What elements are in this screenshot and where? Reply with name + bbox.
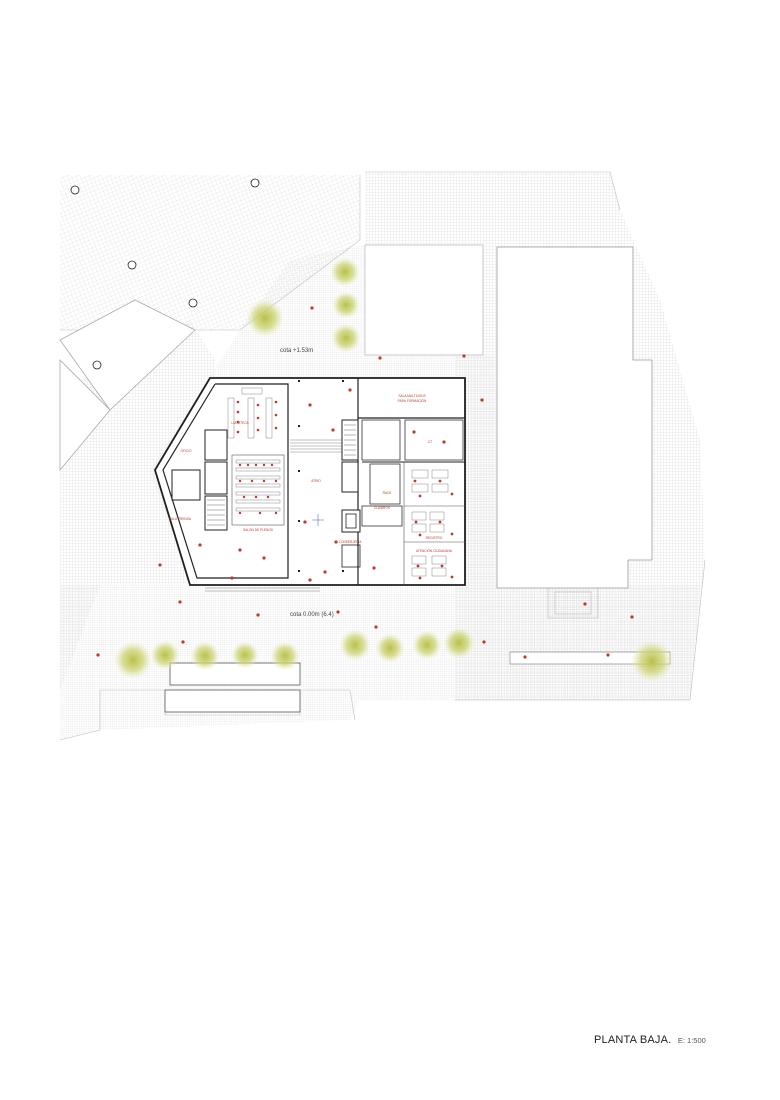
room-label-sala-prensa: SALA PRENSA bbox=[169, 517, 192, 521]
tree-well bbox=[250, 178, 260, 188]
room-label-atrio: ATRIO bbox=[311, 479, 321, 483]
neighbor-block-north bbox=[364, 244, 484, 356]
planter-south-west-2 bbox=[164, 689, 301, 713]
room-label-office: OFICIO bbox=[181, 449, 192, 453]
level-label-upper: cota +1.53m bbox=[280, 348, 313, 354]
tree-well bbox=[127, 260, 137, 270]
room-label-atencion: ATENCIÓN CIUDADANA bbox=[416, 548, 453, 553]
neighbor-building-east bbox=[496, 246, 653, 589]
building-ground-floor bbox=[96, 306, 634, 659]
tree-well bbox=[70, 185, 80, 195]
building-outline bbox=[154, 377, 466, 586]
room-label-multiuse-2: PARA FORMACIÓN bbox=[398, 398, 427, 403]
title-block: PLANTA BAJA. E: 1:500 bbox=[594, 1030, 706, 1048]
tree-well bbox=[188, 298, 198, 308]
drawing-title: PLANTA BAJA. bbox=[594, 1034, 672, 1046]
room-label-cuadros: CUADROS bbox=[374, 506, 390, 510]
drawing-scale: E: 1:500 bbox=[677, 1036, 706, 1045]
room-label-registro: REGISTRO bbox=[426, 536, 443, 540]
room-label-ct: CT bbox=[428, 440, 432, 444]
room-label-hall: SALÓN DE PLENOS bbox=[243, 527, 273, 532]
neighbor-building-nw bbox=[59, 299, 196, 411]
tree-well bbox=[92, 360, 102, 370]
level-label-lower: cota 0.00m (6.4) bbox=[290, 612, 334, 618]
room-labels: SALA MULTIUSOS PARA FORMACIÓN CT LUDOTEC… bbox=[169, 394, 453, 553]
vegetation bbox=[115, 258, 672, 681]
room-label-multiuse: SALA MULTIUSOS bbox=[398, 394, 425, 398]
room-label-conserjeria: CONSERJERÍA bbox=[339, 540, 363, 544]
room-label-ludoteca: LUDOTECA bbox=[231, 421, 249, 425]
room-label-rack: RACK bbox=[383, 491, 393, 495]
